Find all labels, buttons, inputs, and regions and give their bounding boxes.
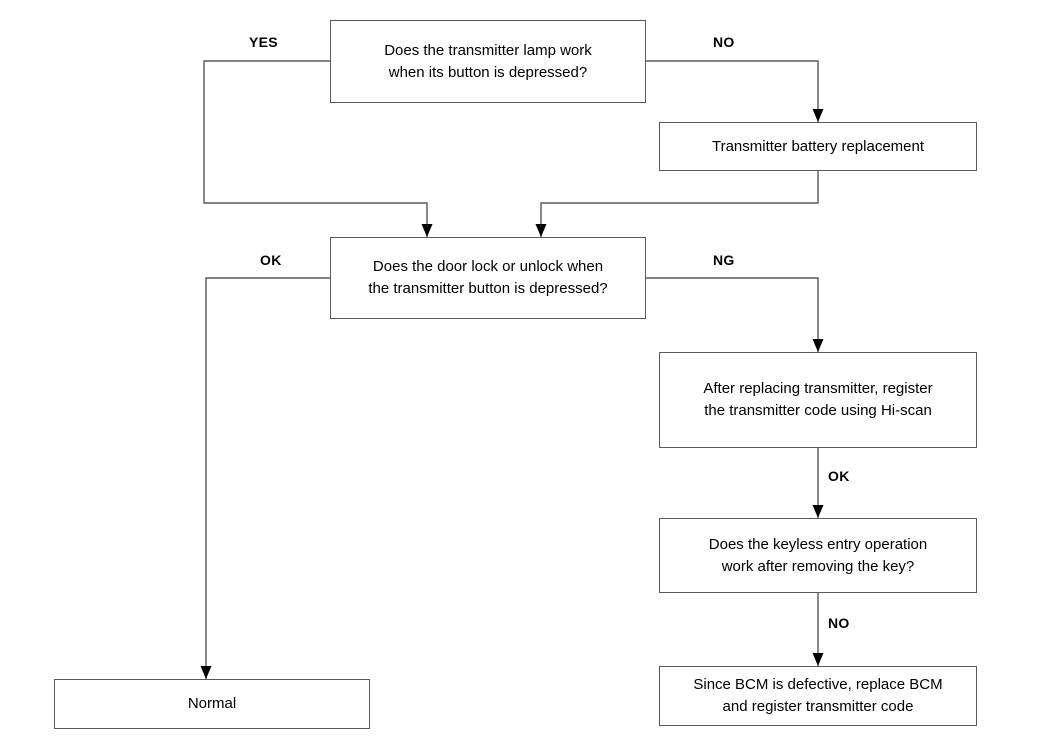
edge-battery-doorlock-arrowhead — [535, 224, 547, 237]
node-register[interactable]: After replacing transmitter, register th… — [659, 352, 977, 448]
node-normal[interactable]: Normal — [54, 679, 370, 729]
node-battery[interactable]: Transmitter battery replacement — [659, 122, 977, 171]
node-battery-label: Transmitter battery replacement — [711, 137, 925, 155]
node-register-label: After replacing transmitter, register th… — [703, 380, 933, 419]
node-q-lamp[interactable]: Does the transmitter lamp work when its … — [330, 20, 646, 103]
node-bcm-label: Since BCM is defective, replace BCM and … — [693, 676, 943, 715]
edges-group — [203, 60, 819, 679]
edge-doorlock-ok — [205, 277, 330, 679]
edge-lamp-yes-arrowhead — [421, 224, 433, 237]
edge-label-yes-lamp: YES — [249, 34, 278, 50]
node-q-keyless[interactable]: Does the keyless entry operation work af… — [659, 518, 977, 593]
edge-lamp-yes — [203, 60, 428, 237]
edge-lamp-no — [646, 60, 819, 122]
edge-label-ok-doorlock: OK — [260, 252, 282, 268]
edge-lamp-no-arrowhead — [812, 109, 824, 122]
edge-register-keyless-arrowhead — [812, 505, 824, 518]
node-q-keyless-label: Does the keyless entry operation work af… — [708, 535, 928, 575]
node-q-doorlock[interactable]: Does the door lock or unlock when the tr… — [330, 237, 646, 319]
edge-keyless-bcm-arrowhead — [812, 653, 824, 666]
node-bcm[interactable]: Since BCM is defective, replace BCM and … — [659, 666, 977, 726]
edge-doorlock-ok-arrowhead — [200, 666, 212, 679]
edge-label-no-keyless: NO — [828, 615, 850, 631]
node-normal-label: Normal — [187, 695, 237, 713]
edge-doorlock-ng — [646, 277, 819, 352]
edge-battery-doorlock — [540, 171, 819, 237]
node-q-doorlock-label: Does the door lock or unlock when the tr… — [368, 258, 608, 297]
arrowheads-group — [200, 109, 824, 679]
edge-doorlock-ng-arrowhead — [812, 339, 824, 352]
edge-label-no-lamp: NO — [713, 34, 735, 50]
node-q-lamp-label: Does the transmitter lamp work when its … — [384, 41, 592, 81]
edge-label-ng-doorlock: NG — [713, 252, 735, 268]
edge-label-ok-register: OK — [828, 468, 850, 484]
